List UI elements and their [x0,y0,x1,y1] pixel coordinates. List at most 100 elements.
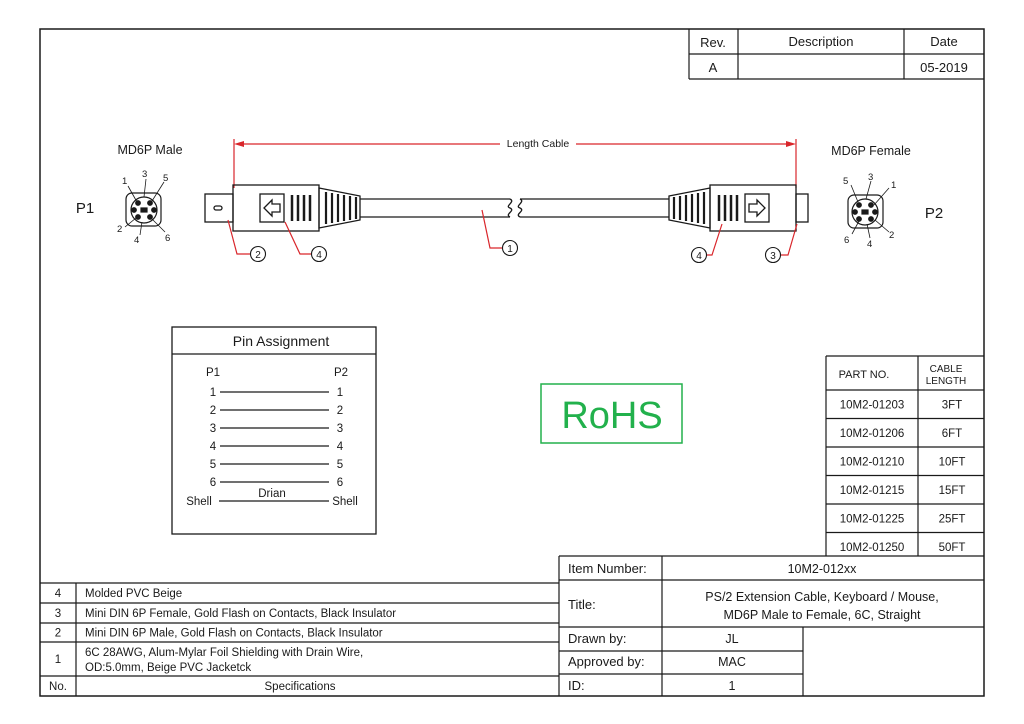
spec-no: 1 [55,654,61,666]
p1-pin-1: 1 [122,176,127,187]
item-number: 10M2-012xx [788,562,858,576]
length-header-2: LENGTH [926,376,967,387]
title-label: Title: [568,597,596,612]
part-table [825,355,984,556]
callout-2-left: 2 [255,250,261,261]
length-dimension [233,139,797,188]
part-rows: 10M2-01203 3FT 10M2-01206 6FT 10M2-01210 10FT… [840,399,966,554]
rev-value: A [709,60,718,75]
p2-pin-3: 3 [868,172,873,183]
part-number: 10M2-01215 [840,485,905,497]
revision-table [688,29,984,80]
part-number: 10M2-01203 [840,399,905,411]
spec-no: 2 [55,628,61,640]
p1-pin-3: 3 [142,169,147,180]
p1-connector [204,184,361,232]
rohs-box [540,383,683,444]
title-line-2: MD6P Male to Female, 6C, Straight [723,608,921,622]
callout-leaders [227,209,798,256]
part-header: PART NO. [839,369,890,381]
p1-pin-4: 4 [134,235,139,246]
p2-connector-label: MD6P Female [831,144,911,158]
pin-left-6: 6 [210,477,216,489]
pin-col-right: P2 [334,367,348,379]
pin-right-6: 6 [337,477,343,489]
part-number: 10M2-01206 [840,428,905,440]
spec-text-line-2: OD:5.0mm, Beige PVC Jacketck [85,662,251,674]
date-value: 05-2019 [920,60,968,75]
pin-right-7: Shell [332,496,358,508]
p2-pin-4: 4 [867,239,872,250]
p2-pin-1: 1 [891,180,896,191]
spec-text-line-1: 6C 28AWG, Alum-Mylar Foil Shielding with… [85,647,363,659]
callout-4-right: 4 [696,251,702,262]
spec-text: Mini DIN 6P Male, Gold Flash on Contacts… [85,628,383,640]
rev-header: Rev. [700,35,726,50]
p1-label: P1 [76,200,94,217]
p1-connector-label: MD6P Male [117,143,182,157]
p2-pin-5: 5 [843,176,848,187]
pin-left-1: 1 [210,387,216,399]
part-number: 10M2-01225 [840,513,905,525]
drawn-by: JL [725,632,738,646]
pin-assignment-box [171,326,377,535]
sheet-border [39,28,985,697]
part-number: 10M2-01250 [840,542,905,554]
cable-length: 10FT [939,456,966,468]
p1-pin-2: 2 [117,224,122,235]
part-number: 10M2-01210 [840,456,905,468]
pin-left-7: Shell [186,496,212,508]
pin-left-4: 4 [210,441,217,453]
cable-length: 50FT [939,542,966,554]
title-block [558,555,984,696]
pin-right-2: 2 [337,405,343,417]
title-line-1: PS/2 Extension Cable, Keyboard / Mouse, [705,590,938,604]
id-label: ID: [568,678,585,693]
length-cable-label: Length Cable [507,138,570,150]
p2-label: P2 [925,205,943,222]
approved-by-label: Approved by: [568,654,645,669]
callout-3: 3 [770,251,776,262]
p2-pin-face [847,180,890,239]
pin-wire-label: Drian [258,488,285,500]
rohs-label: RoHS [561,395,662,437]
spec-no: 3 [55,608,61,620]
description-header: Description [788,34,853,49]
callout-bubbles [249,239,782,264]
callout-4-left: 4 [316,250,322,261]
approved-by: MAC [718,655,746,669]
pin-left-3: 3 [210,423,216,435]
p1-pin-face [124,178,166,236]
date-header: Date [930,34,957,49]
pin-left-5: 5 [210,459,216,471]
spec-text: Molded PVC Beige [85,588,182,600]
pin-left-2: 2 [210,405,216,417]
spec-no: 4 [55,588,62,600]
pin-col-left: P1 [206,367,220,379]
cable-length: 15FT [939,485,966,497]
item-number-label: Item Number: [568,561,647,576]
pin-right-1: 1 [337,387,343,399]
pin-right-3: 3 [337,423,343,435]
pin-right-4: 4 [337,441,344,453]
cable-length: 6FT [942,428,962,440]
drawn-by-label: Drawn by: [568,631,627,646]
cable-length: 3FT [942,399,962,411]
p1-pin-5: 5 [163,173,168,184]
cable [360,198,669,218]
p2-pin-2: 2 [889,230,894,241]
spec-no-header: No. [49,681,67,693]
callout-1: 1 [507,244,513,255]
cable-length: 25FT [939,513,966,525]
pin-right-5: 5 [337,459,343,471]
spec-header: Specifications [265,681,336,693]
p2-connector [668,184,809,232]
specifications-table [40,582,559,696]
id-value: 1 [729,679,736,693]
pin-assignment-title: Pin Assignment [233,333,330,349]
p1-pin-6: 6 [165,233,170,244]
p2-pin-6: 6 [844,235,849,246]
